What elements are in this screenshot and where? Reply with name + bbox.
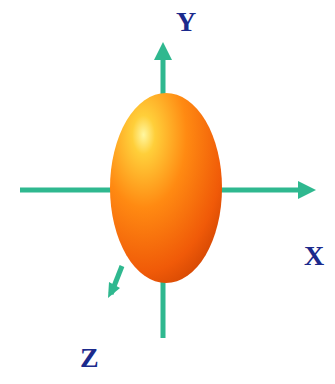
x-arrowhead xyxy=(298,181,316,199)
axis-label: Z xyxy=(80,344,99,372)
ellipsoid xyxy=(110,93,222,283)
axis-label: X xyxy=(304,242,324,270)
z-arrowhead xyxy=(108,282,120,298)
axis-label: Y xyxy=(176,8,196,36)
y-arrowhead xyxy=(154,42,172,60)
